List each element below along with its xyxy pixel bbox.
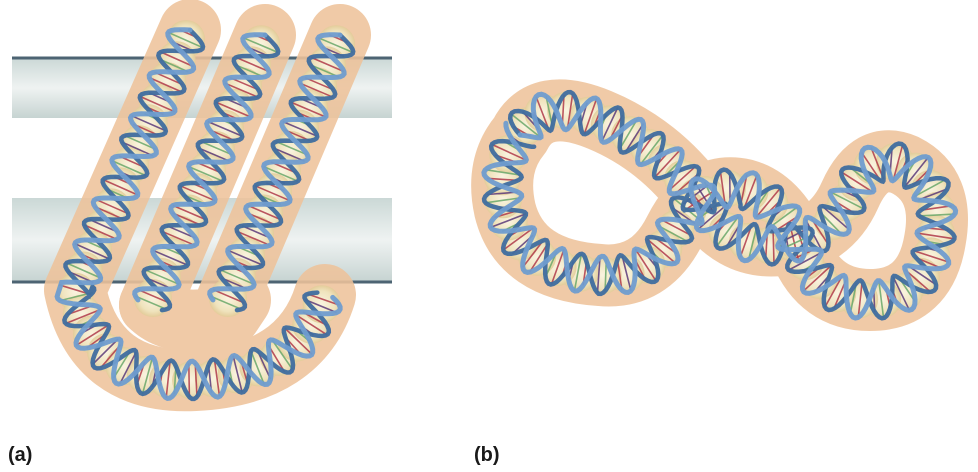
- base-pair-rung: [189, 363, 190, 397]
- panel-a-label: (a): [8, 444, 32, 467]
- panel-b-label: (b): [474, 444, 500, 467]
